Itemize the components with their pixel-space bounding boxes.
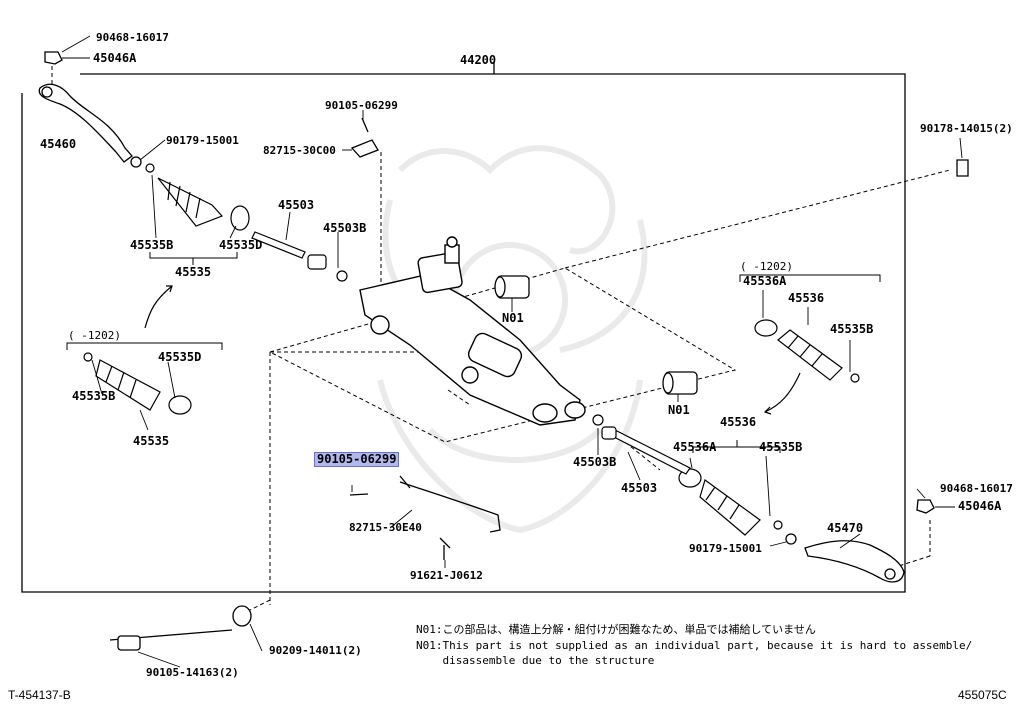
note-line-en-1: N01:This part is not supplied as an indi… <box>416 639 973 652</box>
part-label-45535-b[interactable]: 45535 <box>133 434 170 448</box>
part-label-45536-b[interactable]: 45536 <box>720 415 757 429</box>
boots <box>83 163 860 536</box>
part-label-90105-top[interactable]: 90105-06299 <box>325 99 398 112</box>
footer-figure-id: 455075C <box>958 688 1007 702</box>
part-label-82715-bottom[interactable]: 82715-30E40 <box>349 521 422 534</box>
part-label-45046a-right[interactable]: 45046A <box>958 499 1002 513</box>
part-label-45535d-a[interactable]: 45535D <box>219 238 263 252</box>
inner-tie-rods <box>251 231 691 475</box>
part-label-45536a-b[interactable]: 45536A <box>673 440 717 454</box>
part-label-45535b-d[interactable]: 45535B <box>759 440 803 454</box>
note-line-en-2: disassemble due to the structure <box>416 654 655 667</box>
part-label-45460[interactable]: 45460 <box>40 137 77 151</box>
part-label-45046a-top[interactable]: 45046A <box>93 51 137 65</box>
flow-arrows <box>144 285 801 415</box>
assembly-frame <box>21 62 906 593</box>
group-brackets <box>66 252 881 453</box>
tie-rod-end-left <box>38 51 142 168</box>
part-label-91621[interactable]: 91621-J0612 <box>410 569 483 582</box>
part-label-45536a-a[interactable]: 45536A <box>743 274 787 288</box>
part-label-n01-b[interactable]: N01 <box>668 403 690 417</box>
part-label-45535d-b[interactable]: 45535D <box>158 350 202 364</box>
leader-lines <box>61 35 963 668</box>
part-label-45503b-right[interactable]: 45503B <box>573 455 617 469</box>
part-label-45535-a[interactable]: 45535 <box>175 265 212 279</box>
range-note-right: ( -1202) <box>740 260 793 273</box>
bushing-parts <box>494 275 698 395</box>
part-label-45535b-c[interactable]: 45535B <box>830 322 874 336</box>
part-label-90179-bottom[interactable]: 90179-15001 <box>689 542 762 555</box>
part-label-45535b-b[interactable]: 45535B <box>72 389 116 403</box>
watermark-logo <box>377 145 648 534</box>
part-label-82715-top[interactable]: 82715-30C00 <box>263 144 336 157</box>
part-label-45535b-a[interactable]: 45535B <box>130 238 174 252</box>
part-label-45536-a[interactable]: 45536 <box>788 291 825 305</box>
part-label-90105-highlighted[interactable]: 90105-06299 <box>314 452 400 467</box>
brackets-hardware <box>109 117 501 651</box>
part-label-90209[interactable]: 90209-14011(2) <box>269 644 362 657</box>
part-label-45470[interactable]: 45470 <box>827 521 864 535</box>
part-label-n01-a[interactable]: N01 <box>502 311 524 325</box>
note-line-jp: N01:この部品は、構造上分解・組付けが困難なため、単品では補給していません <box>416 623 816 636</box>
tie-rod-end-right <box>785 159 969 583</box>
part-label-90178[interactable]: 90178-14015(2) <box>920 122 1013 135</box>
part-label-90468-top[interactable]: 90468-16017 <box>96 31 169 44</box>
assembly-label: 44200 <box>460 53 497 67</box>
range-note-left: ( -1202) <box>68 329 121 342</box>
steering-rack <box>359 236 586 426</box>
part-label-45503-left[interactable]: 45503 <box>278 198 315 212</box>
part-label-45503b-left[interactable]: 45503B <box>323 221 367 235</box>
part-label-45503-right[interactable]: 45503 <box>621 481 658 495</box>
part-label-90468-right[interactable]: 90468-16017 <box>940 482 1013 495</box>
footer-diagram-id: T-454137-B <box>8 688 71 702</box>
part-label-90105-bolt[interactable]: 90105-14163(2) <box>146 666 239 679</box>
part-label-90179-top[interactable]: 90179-15001 <box>166 134 239 147</box>
